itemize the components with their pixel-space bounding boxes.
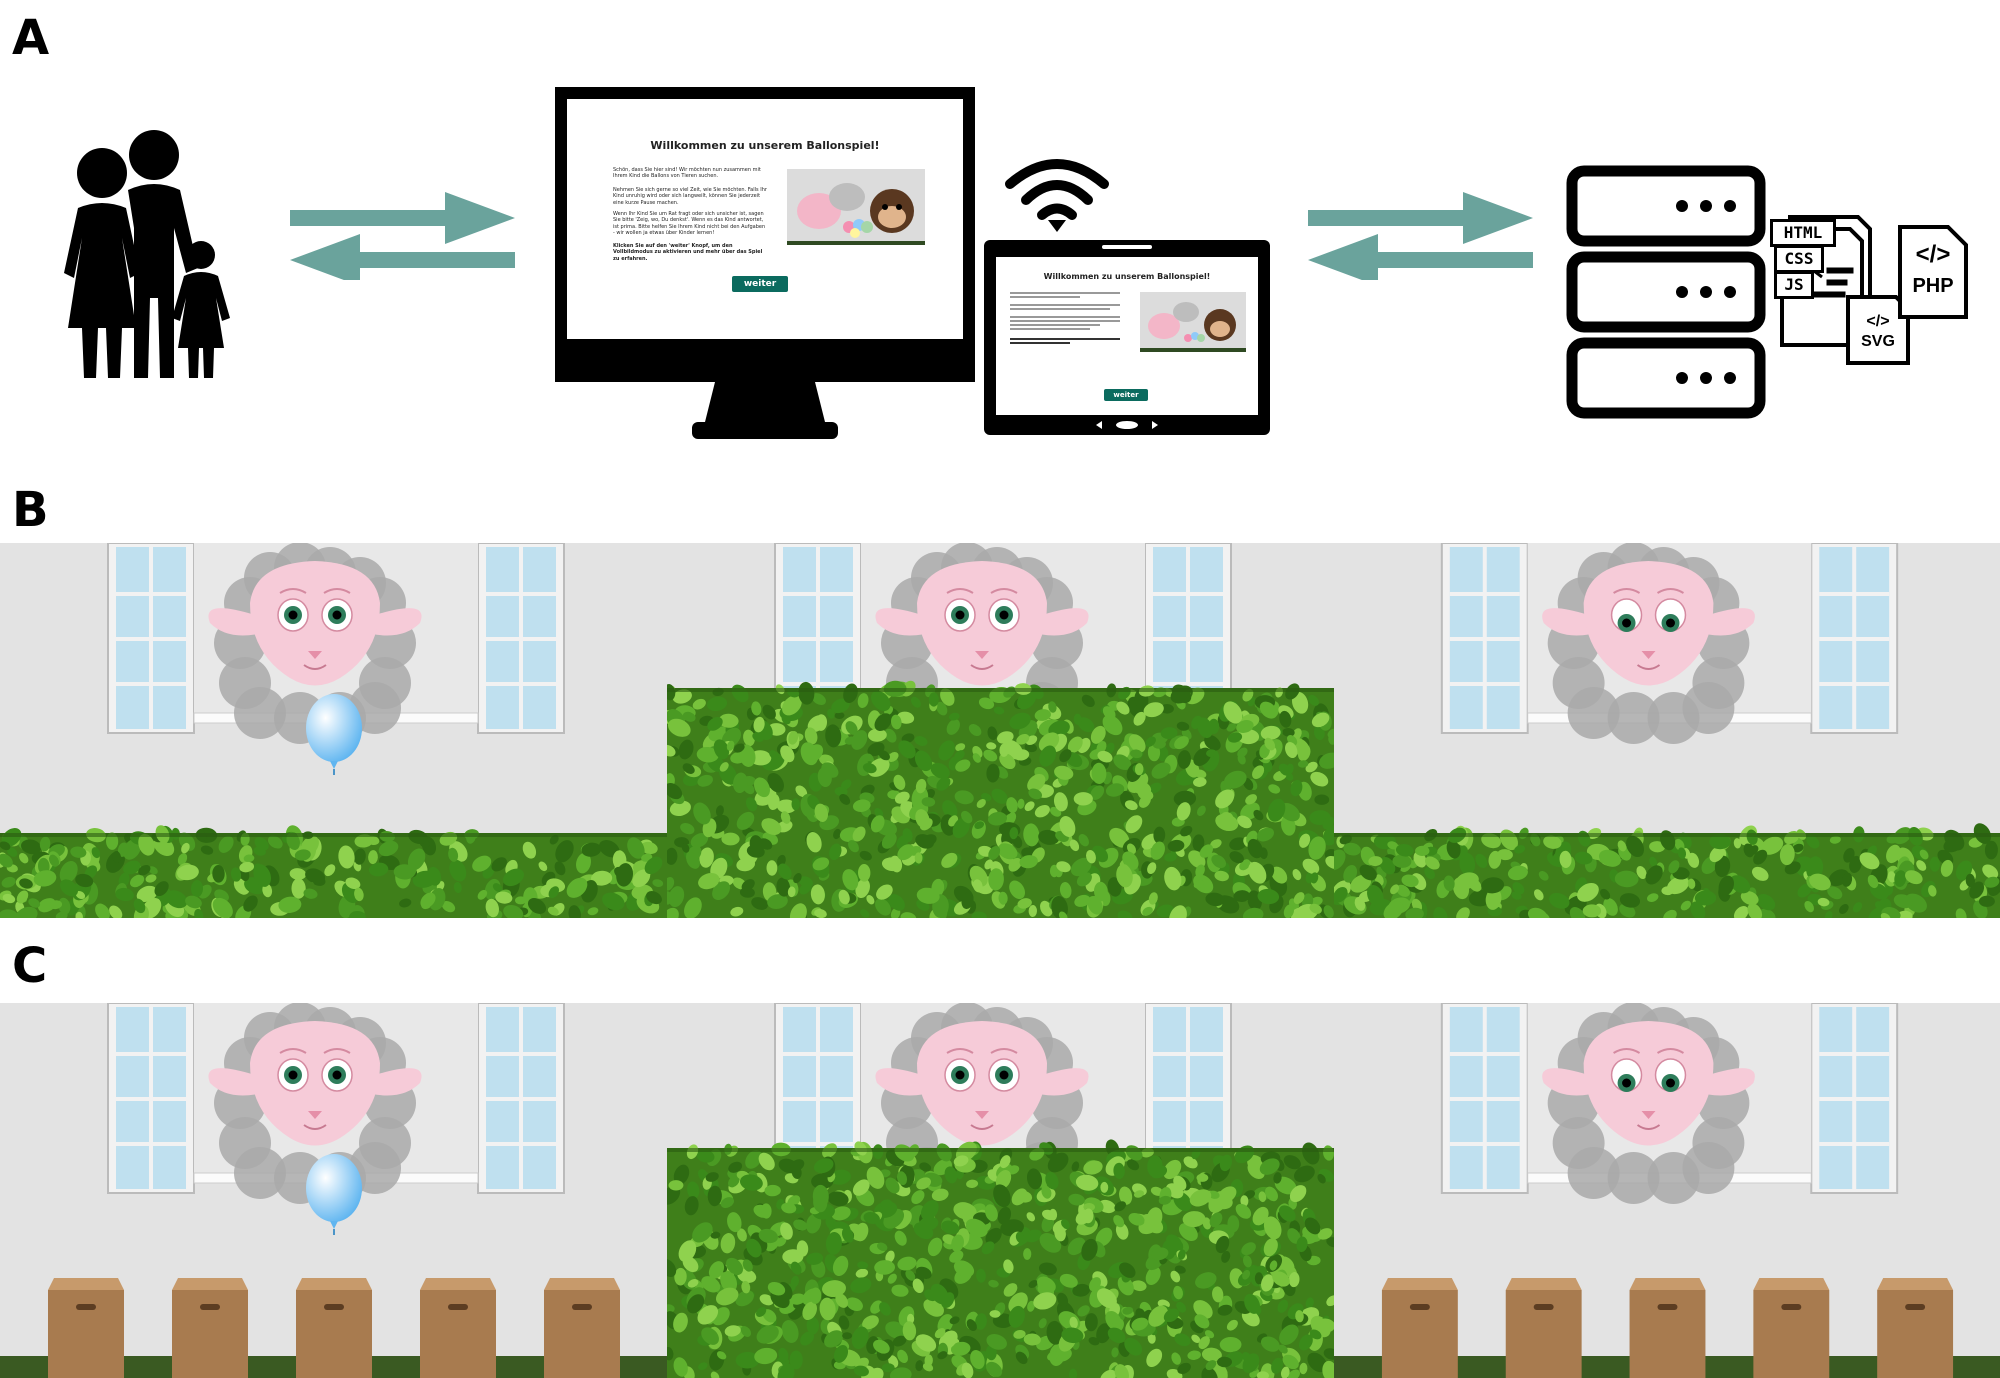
box[interactable] [1753,1278,1830,1378]
box[interactable] [48,1278,124,1378]
balloon [306,1154,362,1235]
tablet-weiter-button[interactable]: weiter [1104,389,1148,401]
monitor-paragraph-1: Schön, dass Sie hier sind! Wir möchten n… [613,167,761,180]
scene-c-1 [0,1003,667,1378]
bidirectional-arrows-right [1308,192,1533,280]
wifi-icon [1005,159,1109,232]
monitor-screen: Willkommen zu unserem Ballonspiel! Schön… [599,129,931,329]
monitor-weiter-button[interactable]: weiter [732,276,788,292]
svg-code-glyph: </> [1866,313,1890,330]
bidirectional-arrows-left [290,192,515,280]
tablet-screen: Willkommen zu unserem Ballonspiel! weite… [1000,262,1254,412]
php-label: PHP [1912,275,1954,297]
php-code-glyph: </> [1915,241,1951,268]
balloon [306,694,362,775]
scene-b-2 [667,543,1334,918]
panel-label-c: C [12,938,48,994]
desktop-monitor: Willkommen zu unserem Ballonspiel! Schön… [555,87,975,439]
tablet-preview-image [1140,292,1246,352]
monitor-welcome-title: Willkommen zu unserem Ballonspiel! [650,139,880,152]
family-icon [64,130,230,378]
svg-label: SVG [1861,333,1895,350]
scene-c-2 [667,1003,1334,1378]
server-rack-icon [1566,165,1766,419]
box[interactable] [1629,1278,1706,1378]
monitor-paragraph-3: Wenn Ihr Kind Sie um Rat fragt oder sich… [613,211,766,236]
code-files-icon: HTML CSS JS </> PHP </> SVG [1770,205,1980,365]
box[interactable] [544,1278,620,1378]
panel-label-b: B [12,482,49,538]
tablet-welcome-title: Willkommen zu unserem Ballonspiel! [1043,272,1211,281]
html-label: HTML [1770,219,1836,247]
panel-label-a: A [12,10,50,66]
box[interactable] [1381,1278,1458,1378]
box[interactable] [1877,1278,1954,1378]
box[interactable] [172,1278,248,1378]
tablet-text-lines [1010,292,1120,344]
box[interactable] [1505,1278,1582,1378]
scene-b-3 [1334,543,2000,918]
monitor-paragraph-2: Nehmen Sie sich gerne so viel Zeit, wie … [613,187,767,206]
scene-c-3 [1334,1003,2000,1378]
monitor-paragraph-4: Klicken Sie auf den 'weiter' Knopf, um d… [613,243,763,262]
js-label: JS [1774,271,1814,299]
tablet-device: Willkommen zu unserem Ballonspiel! weite… [984,240,1270,435]
monitor-preview-image [787,169,925,245]
css-label: CSS [1774,245,1824,273]
box[interactable] [420,1278,496,1378]
box[interactable] [296,1278,372,1378]
scene-b-1 [0,543,667,918]
